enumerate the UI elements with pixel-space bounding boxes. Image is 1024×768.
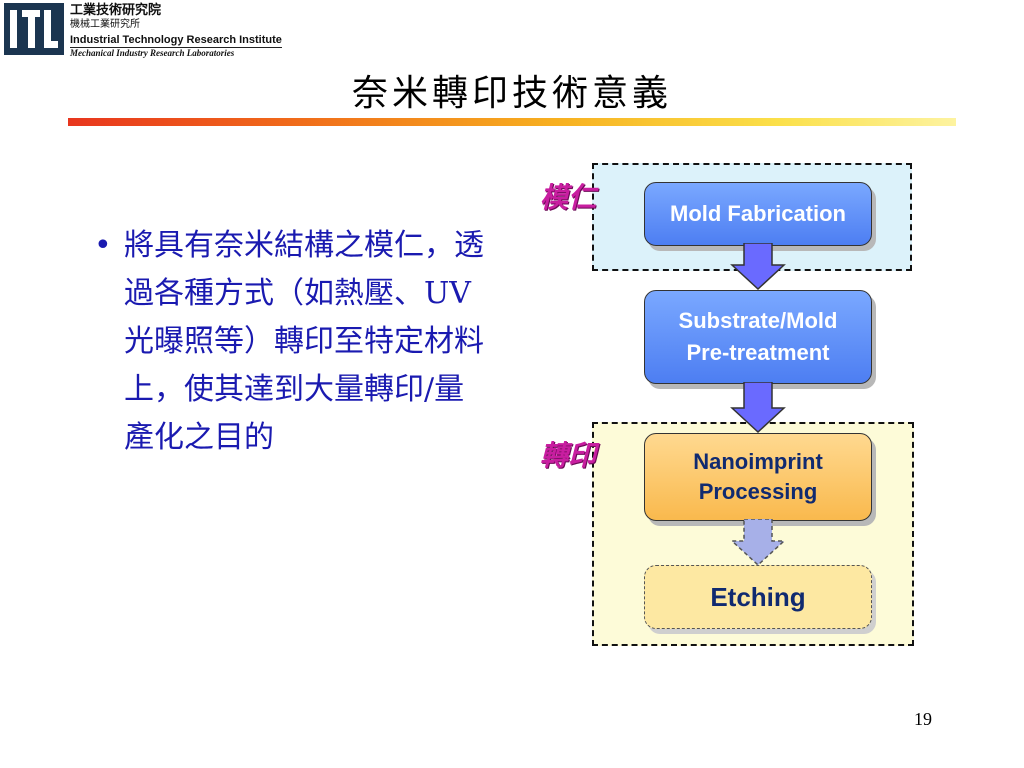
arrow-down-icon <box>728 242 788 295</box>
org-name-zh: 工業技術研究院 <box>70 3 162 18</box>
bullet-marker: • <box>94 228 112 263</box>
page-title: 奈米轉印技術意義 <box>351 73 672 114</box>
step-nanoimprint-processing: Nanoimprint Processing <box>644 433 872 521</box>
step-label-line-1: Nanoimprint <box>693 449 823 474</box>
arrow-down-icon <box>728 381 788 438</box>
group-label-mold: 模仁 <box>540 181 597 214</box>
title-divider <box>68 118 956 126</box>
step-label-line-1: Substrate/Mold <box>678 308 838 333</box>
itri-logo-icon <box>4 3 64 55</box>
step-substrate-mold-pretreatment: Substrate/Mold Pre-treatment <box>644 290 872 384</box>
org-subname-zh: 機械工業研究所 <box>70 19 140 30</box>
group-label-imprint: 轉印 <box>540 439 597 472</box>
step-label: Etching <box>710 581 806 612</box>
step-etching: Etching <box>644 565 872 629</box>
organization-name: 工業技術研究院 機械工業研究所 Industrial Technology Re… <box>70 4 282 58</box>
bullet-text: 將具有奈米結構之模仁，透過各種方式（如熱壓、UV光曝照等）轉印至特定材料上，使其… <box>124 228 484 455</box>
step-label-line-2: Processing <box>698 479 818 504</box>
step-label: Mold Fabrication <box>670 201 846 226</box>
page-number: 19 <box>914 709 932 729</box>
org-name-en: Industrial Technology Research Institute <box>70 34 282 48</box>
arrow-down-dashed-icon <box>728 518 788 571</box>
step-mold-fabrication: Mold Fabrication <box>644 182 872 246</box>
org-subname-en: Mechanical Industry Research Laboratorie… <box>70 48 235 58</box>
step-label-line-2: Pre-treatment <box>686 340 830 365</box>
bullet-point: • 將具有奈米結構之模仁，透過各種方式（如熱壓、UV光曝照等）轉印至特定材料上，… <box>94 222 494 462</box>
